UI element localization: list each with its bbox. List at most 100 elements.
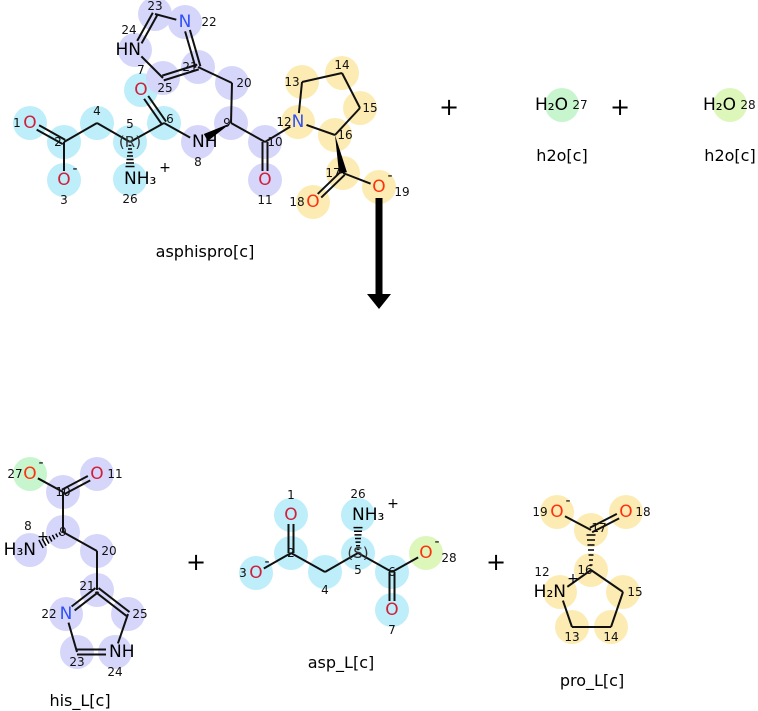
atom-number: 24 [121,23,136,37]
charge-label: - [565,493,570,509]
bond [116,613,129,644]
bond [297,81,303,114]
bond [154,13,177,21]
plus-sign: + [186,548,206,576]
atom-28: O-28 [419,534,456,565]
bond [561,600,573,628]
atom-number: 8 [194,155,202,169]
bond [70,587,100,612]
atom-symbol: HN [116,40,142,60]
atom-highlight [239,556,273,590]
atom-number: 19 [532,505,547,519]
atom-number: 10 [267,135,282,149]
molecule-name-asphispro: asphispro[c] [156,242,255,261]
bond-layer [36,12,624,656]
bond [324,552,359,573]
atom-number: 15 [627,585,642,599]
bond [261,142,269,171]
atom-number: 11 [107,467,122,481]
charge-label: + [567,571,579,587]
bond [586,534,596,566]
atom-7: O7 [385,600,398,637]
atom-highlight [713,88,747,122]
atom-8: NH 8 [192,132,218,169]
bond [197,66,233,84]
atom-25: 25 [157,81,172,95]
atom-number: 27 [7,467,22,481]
atom-number: 9 [59,525,67,539]
atom-number: 17 [591,521,606,535]
stereo-label: (R) [119,133,141,151]
bond [163,122,191,139]
atom-number: 14 [334,58,349,72]
atom-highlight [80,457,114,491]
stereo-label: (S) [347,544,368,562]
bond [564,515,592,531]
atom-highlight [113,162,147,196]
bond [94,587,131,617]
atom-number: 4 [321,583,329,597]
atom-number: 7 [388,623,396,637]
bond [317,170,346,199]
atom-19: O-19 [532,493,570,522]
atom-symbol: O [57,170,70,190]
reaction-arrow [367,198,391,309]
bond [335,135,347,174]
atom-4: 4 [93,104,101,118]
atom-24: HN 24 [116,23,142,60]
atom-22: N22 [41,604,72,624]
bond [37,477,64,493]
atom-number: 6 [388,565,396,579]
charge-label: - [72,161,77,177]
molecule-name-h2o: h2o[c] [536,146,587,165]
atom-highlight [545,88,579,122]
atom-highlight [248,163,282,197]
atom-number: 9 [223,116,231,130]
atom-number: 3 [239,566,247,580]
atom-number: 18 [635,505,650,519]
atom-15: 15 [627,585,642,599]
atom-symbol: O [419,543,432,563]
atom-number: 26 [350,487,365,501]
atom-2: 2 [54,135,62,149]
atom-symbol: N [179,12,192,32]
bond [263,552,292,570]
atom-number: 7 [137,63,145,77]
atom-8: H₃N+8 [4,519,49,560]
charge-label: - [38,455,43,471]
atom-highlight [362,170,396,204]
atom-number: 2 [54,135,62,149]
atom-2: 2 [287,546,295,560]
atom-highlight [168,5,202,39]
atom-symbol: N [60,604,73,624]
atom-5: (R)5 [119,117,141,151]
bond [301,72,343,83]
bond [230,122,266,143]
atom-number: 8 [24,519,32,533]
atom-highlight [540,495,574,529]
atom-17: 17 [591,521,606,535]
atom-21: 21 [182,60,197,74]
atom-symbol: NH [192,132,218,152]
atom-number: 3 [60,193,68,207]
bond [67,622,78,653]
atom-23: 23 [69,655,84,669]
bond [161,63,200,82]
atom-17: 17 [325,166,340,180]
atom-highlight [543,575,577,609]
bond [184,29,202,68]
atom-number: 25 [132,607,147,621]
atom-9: 9 [59,525,67,539]
bond [129,122,165,143]
atom-number: 16 [577,563,592,577]
atom-highlight [274,498,308,532]
atom-13: 13 [284,75,299,89]
atom-symbol: NH₃ [352,505,384,525]
atom-symbol: O [23,113,36,133]
atom-number: 25 [157,81,172,95]
bond [342,172,371,185]
atom-number: 23 [147,0,162,13]
